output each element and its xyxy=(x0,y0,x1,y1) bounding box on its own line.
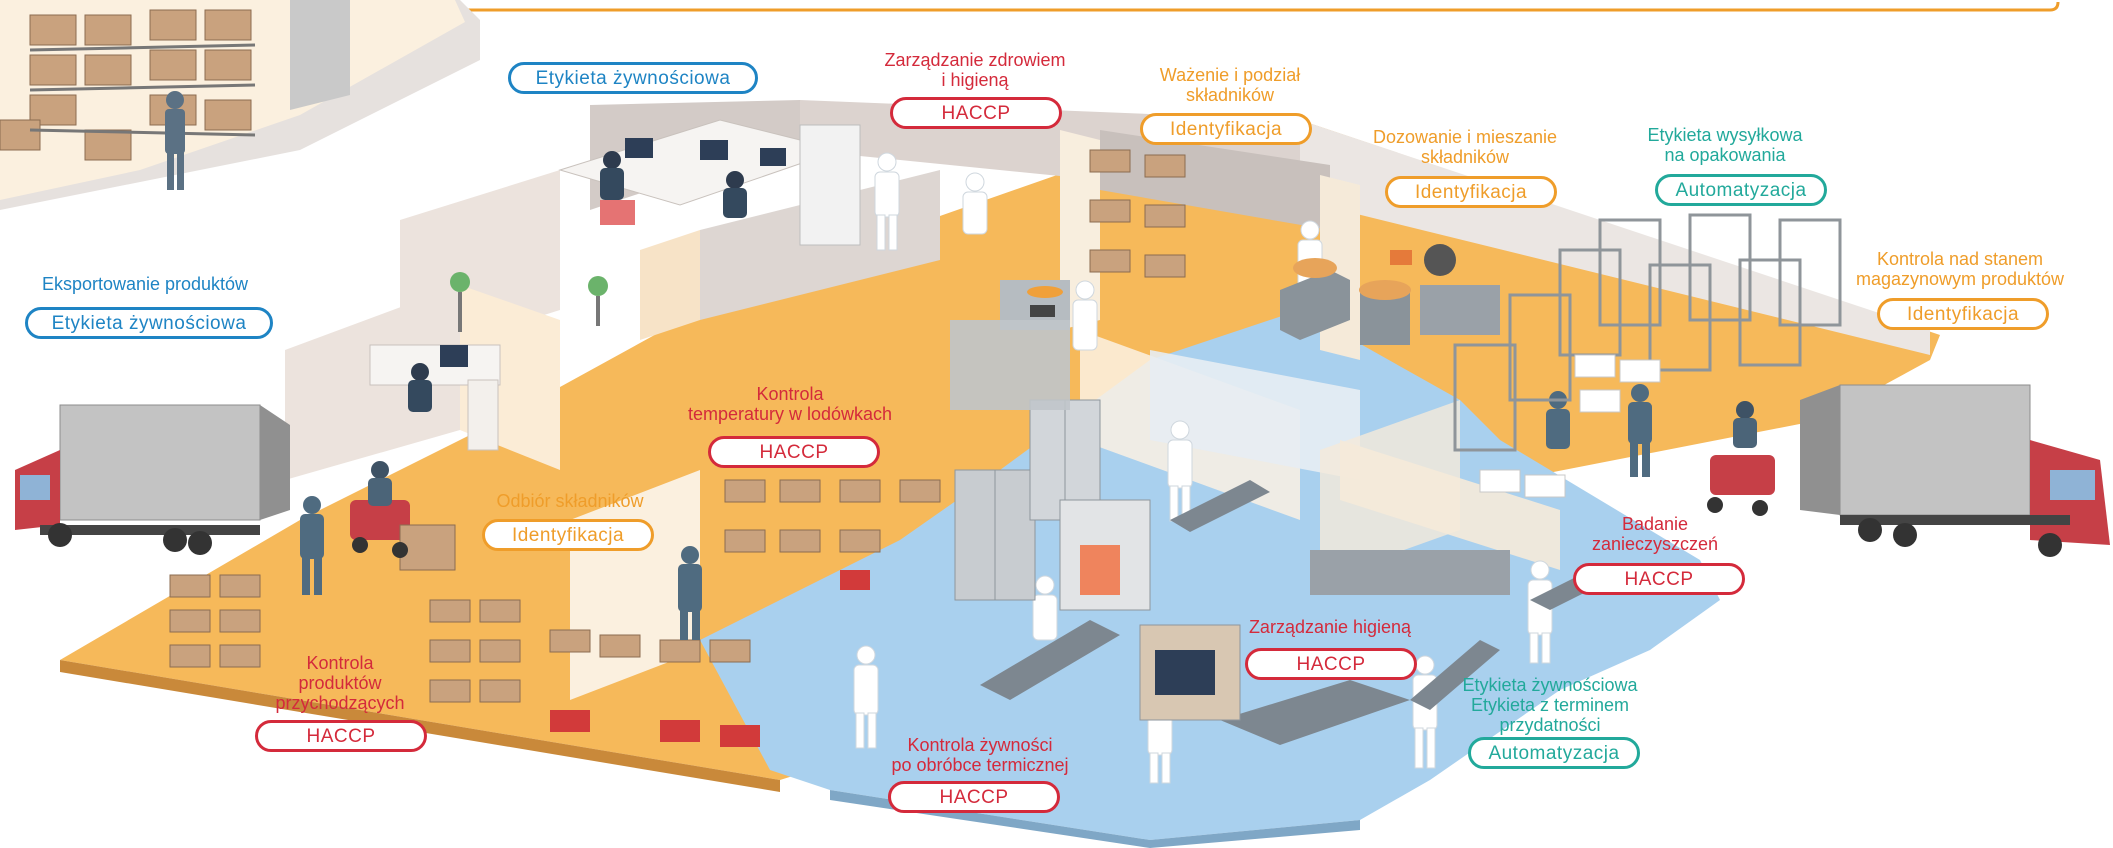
upper-warehouse xyxy=(0,0,480,210)
forklift-right xyxy=(1707,401,1775,516)
truck-right xyxy=(1800,384,2110,557)
packages xyxy=(1479,354,1661,498)
export-tag: Etykieta żywnościowa xyxy=(25,307,273,339)
red-goods xyxy=(550,570,870,747)
food-label-top-tag: Etykieta żywnościowa xyxy=(508,62,758,94)
weighing-station xyxy=(950,280,1070,410)
truck-left xyxy=(15,404,290,555)
hygiene-mgmt-caption: Zarządzanie higieną xyxy=(1248,617,1412,637)
food-label-expiry-tag: Automatyzacja xyxy=(1468,737,1640,769)
receiving-caption: Odbiór składników xyxy=(496,491,644,511)
post-heat-tag: HACCP xyxy=(888,781,1060,813)
health-hygiene-tag: HACCP xyxy=(890,97,1062,129)
forklift-left xyxy=(350,461,456,571)
dosing-tag: Identyfikacja xyxy=(1385,176,1557,208)
workers xyxy=(300,384,1652,640)
ovens xyxy=(1059,499,1241,721)
fridge-temp-tag: HACCP xyxy=(708,436,880,468)
hygiene-mgmt-tag: HACCP xyxy=(1245,648,1417,680)
weighing-tag: Identyfikacja xyxy=(1140,113,1312,145)
inventory-tag: Identyfikacja xyxy=(1877,298,2049,330)
clean-room-workers xyxy=(853,152,1553,784)
receiving-tag: Identyfikacja xyxy=(482,519,654,551)
office-left xyxy=(369,272,608,451)
shipping-label-tag: Automatyzacja xyxy=(1655,174,1827,206)
office-top xyxy=(558,119,861,246)
incoming-tag: HACCP xyxy=(255,720,427,752)
export-caption: Eksportowanie produktów xyxy=(41,274,249,294)
mixers xyxy=(1280,244,1500,345)
contamination-tag: HACCP xyxy=(1573,563,1745,595)
roll-cages xyxy=(1453,213,1842,452)
shelving xyxy=(169,149,1186,703)
floor-clean-zone xyxy=(700,310,1720,840)
